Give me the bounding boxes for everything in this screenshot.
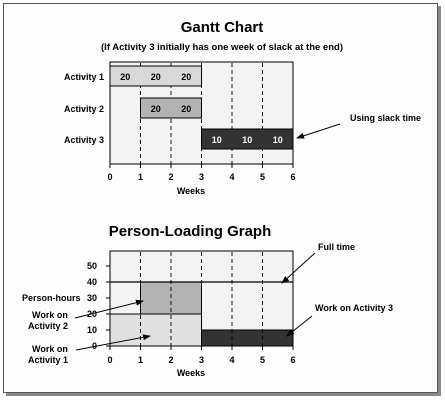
- gantt-bar-value: 20: [181, 104, 191, 114]
- gantt-activity-label: Activity 2: [64, 104, 104, 114]
- loading-x-tick-label: 2: [168, 355, 173, 365]
- annotation-arrow-activity-1: [75, 334, 151, 351]
- loading-gridlines: [140, 252, 263, 350]
- loading-y-tick-label: 30: [87, 293, 97, 303]
- loading-title: Person-Loading Graph: [109, 223, 272, 240]
- gantt-bar-value: 10: [242, 135, 252, 145]
- annotation-work-activity-2-line2: Activity 2: [28, 321, 68, 331]
- annotation-arrow-slack: [296, 123, 341, 139]
- gantt-bar-value: 20: [120, 72, 130, 82]
- loading-y-tick-label: 50: [87, 261, 97, 271]
- loading-block-activity-3: [201, 329, 294, 347]
- annotation-work-activity-1-line2: Activity 1: [28, 355, 68, 365]
- gantt-tick-label: 0: [107, 172, 112, 182]
- loading-x-tick-label: 6: [290, 355, 295, 365]
- gantt-tick-label: 3: [199, 172, 204, 182]
- annotation-arrow-activity-2: [74, 299, 144, 319]
- gantt-title: Gantt Chart: [181, 19, 264, 36]
- gantt-x-axis-label: Weeks: [177, 186, 205, 196]
- gantt-tick-label: 1: [138, 172, 143, 182]
- gantt-tick-label: 6: [290, 172, 295, 182]
- annotation-arrow-activity-3: [286, 315, 313, 337]
- loading-y-axis-label: Person-hours: [22, 293, 81, 303]
- loading-x-tick-label: 5: [260, 355, 265, 365]
- gantt-activity-labels: Activity 1 Activity 2 Activity 3: [64, 72, 104, 145]
- gantt-bar: [201, 128, 294, 150]
- loading-x-tick-label: 4: [229, 355, 234, 365]
- gantt-bar-value: 20: [181, 72, 191, 82]
- gantt-bar-value: 20: [151, 72, 161, 82]
- gantt-bar-value: 20: [151, 104, 161, 114]
- gantt-x-ticks: 0 1 2 3 4 5 6: [107, 164, 296, 182]
- gantt-bar: [140, 97, 202, 119]
- gantt-bars: 20 20 20 20 20 10 10 10: [109, 65, 294, 150]
- loading-x-axis-label: Weeks: [177, 368, 205, 378]
- gantt-bar: [109, 65, 202, 87]
- gantt-tick-label: 4: [229, 172, 234, 182]
- loading-x-tick-label: 0: [107, 355, 112, 365]
- annotation-work-activity-2-line1: Work on: [32, 310, 68, 320]
- loading-x-tick-label: 1: [138, 355, 143, 365]
- gantt-subtitle: (If Activity 3 initially has one week of…: [101, 42, 343, 53]
- gantt-activity-label: Activity 3: [64, 135, 104, 145]
- gantt-activity-label: Activity 1: [64, 72, 104, 82]
- loading-y-tick-label: 40: [87, 277, 97, 287]
- gantt-bar-value: 10: [273, 135, 283, 145]
- loading-y-ticks: 01020304050: [87, 261, 110, 351]
- loading-x-ticks: 0 1 2 3 4 5 6: [107, 346, 296, 365]
- loading-blocks: [109, 281, 294, 347]
- loading-x-tick-label: 3: [199, 355, 204, 365]
- gantt-tick-label: 2: [168, 172, 173, 182]
- annotation-full-time: Full time: [318, 242, 355, 252]
- loading-y-tick-label: 10: [87, 325, 97, 335]
- gantt-tick-label: 5: [260, 172, 265, 182]
- annotation-arrow-full-time: [281, 252, 316, 284]
- annotation-using-slack-time: Using slack time: [350, 113, 421, 123]
- annotation-work-activity-3: Work on Activity 3: [315, 303, 393, 313]
- gantt-bar-value: 10: [212, 135, 222, 145]
- annotation-work-activity-1-line1: Work on: [32, 344, 68, 354]
